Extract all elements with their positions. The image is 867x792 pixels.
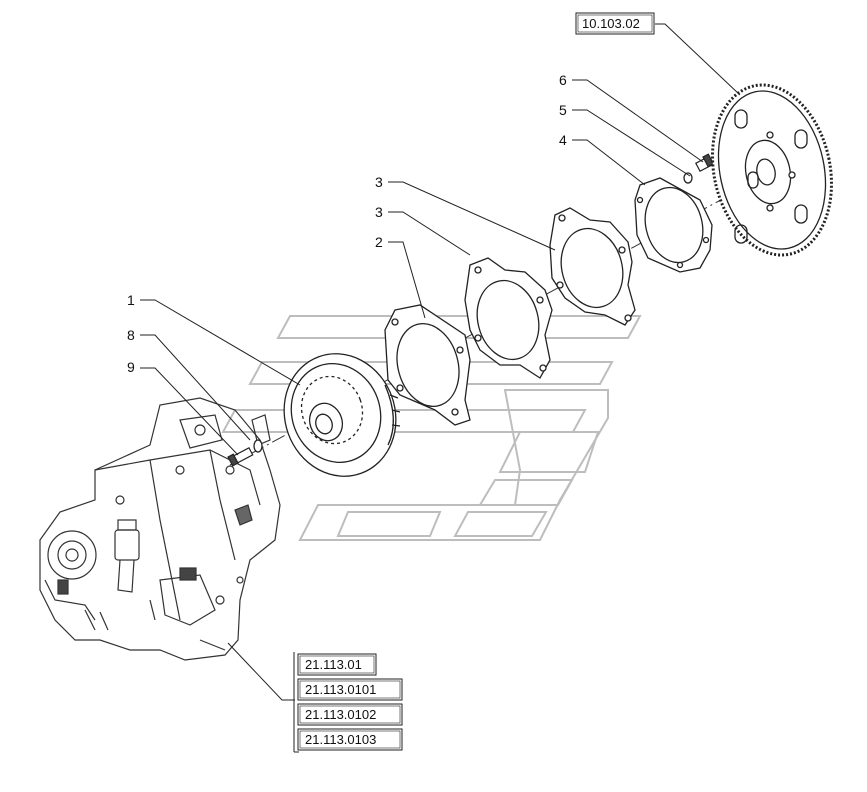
transmission-housing	[39, 397, 281, 661]
transmission-reference-4[interactable]: 21.113.0103	[297, 728, 403, 751]
transmission-reference-code: 21.113.0103	[305, 732, 376, 747]
callout-5: 5	[559, 102, 567, 118]
transmission-reference-1[interactable]: 21.113.01	[297, 653, 377, 676]
adapter-plate-part-2	[384, 304, 471, 426]
flywheel-reference-box[interactable]: 10.103.02	[575, 12, 655, 35]
flex-plate-part-3-rear	[549, 207, 636, 326]
callout-3-rear: 3	[375, 174, 383, 190]
callout-1: 1	[127, 292, 135, 308]
callout-3-front: 3	[375, 204, 383, 220]
flex-plate-part-3-front	[464, 257, 553, 379]
leader-lines	[140, 23, 741, 701]
callout-2: 2	[375, 234, 383, 250]
washer-part-8	[253, 439, 263, 453]
callout-8: 8	[127, 327, 135, 343]
transmission-reference-code: 21.113.0101	[305, 682, 376, 697]
torque-converter-part-1	[283, 353, 401, 477]
transmission-reference-3[interactable]: 21.113.0102	[297, 703, 403, 726]
gasket-plate-part-4	[634, 177, 713, 273]
transmission-reference-code: 21.113.01	[305, 657, 362, 672]
transmission-reference-code: 21.113.0102	[305, 707, 376, 722]
transmission-reference-2[interactable]: 21.113.0101	[297, 678, 403, 701]
callout-labels: 1 2 3 3 4 5 6 8 9	[127, 72, 567, 375]
bolt-part-9	[227, 446, 254, 467]
callout-9: 9	[127, 359, 135, 375]
transmission-reference-list: 21.113.01 21.113.0101 21.113.0102 21.113…	[293, 652, 403, 753]
callout-6: 6	[559, 72, 567, 88]
flywheel-ring-gear	[711, 83, 833, 257]
flywheel-reference-code: 10.103.02	[582, 16, 640, 31]
bolt-part-6	[695, 153, 715, 173]
callout-4: 4	[559, 132, 567, 148]
